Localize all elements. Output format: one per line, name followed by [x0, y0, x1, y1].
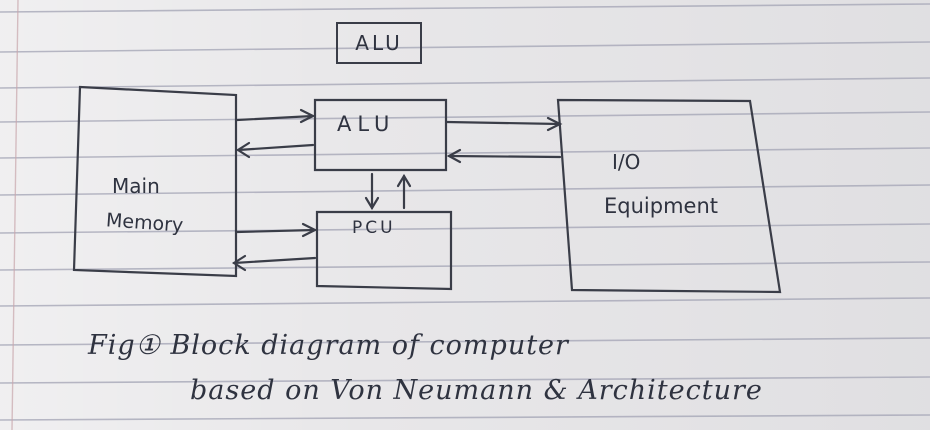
caption-line1: Fig① Block diagram of computer: [88, 330, 569, 361]
io-box: [556, 98, 782, 294]
arrow-alu-to-pcu: [364, 172, 380, 211]
title-box: ALU: [336, 22, 422, 64]
alu-label: ALU: [337, 112, 396, 136]
main-memory-label-line1: Main: [112, 174, 160, 198]
pcu-box: [315, 210, 453, 291]
arrow-io-to-alu: [446, 148, 562, 164]
arrow-pcu-to-memory: [231, 254, 317, 272]
main-memory-box: [72, 85, 238, 278]
pcu-label: PCU: [352, 218, 396, 238]
arrow-pcu-to-alu: [396, 173, 412, 210]
caption-line2: based on Von Neumann & Architecture: [190, 375, 763, 406]
arrow-alu-to-memory: [235, 141, 315, 159]
io-label-line2: Equipment: [604, 194, 718, 218]
arrow-alu-to-io: [445, 116, 563, 132]
arrow-memory-to-alu: [235, 108, 316, 124]
margin-line: [11, 0, 19, 430]
io-label-line1: I/O: [612, 150, 641, 174]
arrow-memory-to-pcu: [235, 222, 318, 238]
alu-box: [313, 98, 448, 172]
